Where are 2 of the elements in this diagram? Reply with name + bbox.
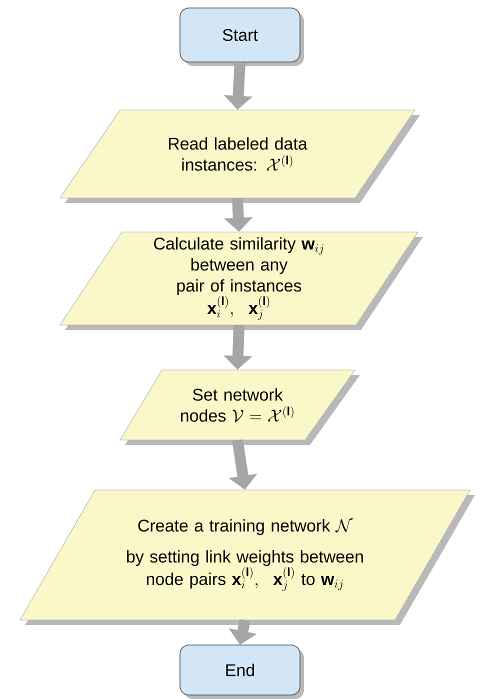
terminal-box: Start: [180, 8, 304, 66]
terminal-box: End: [180, 644, 304, 699]
